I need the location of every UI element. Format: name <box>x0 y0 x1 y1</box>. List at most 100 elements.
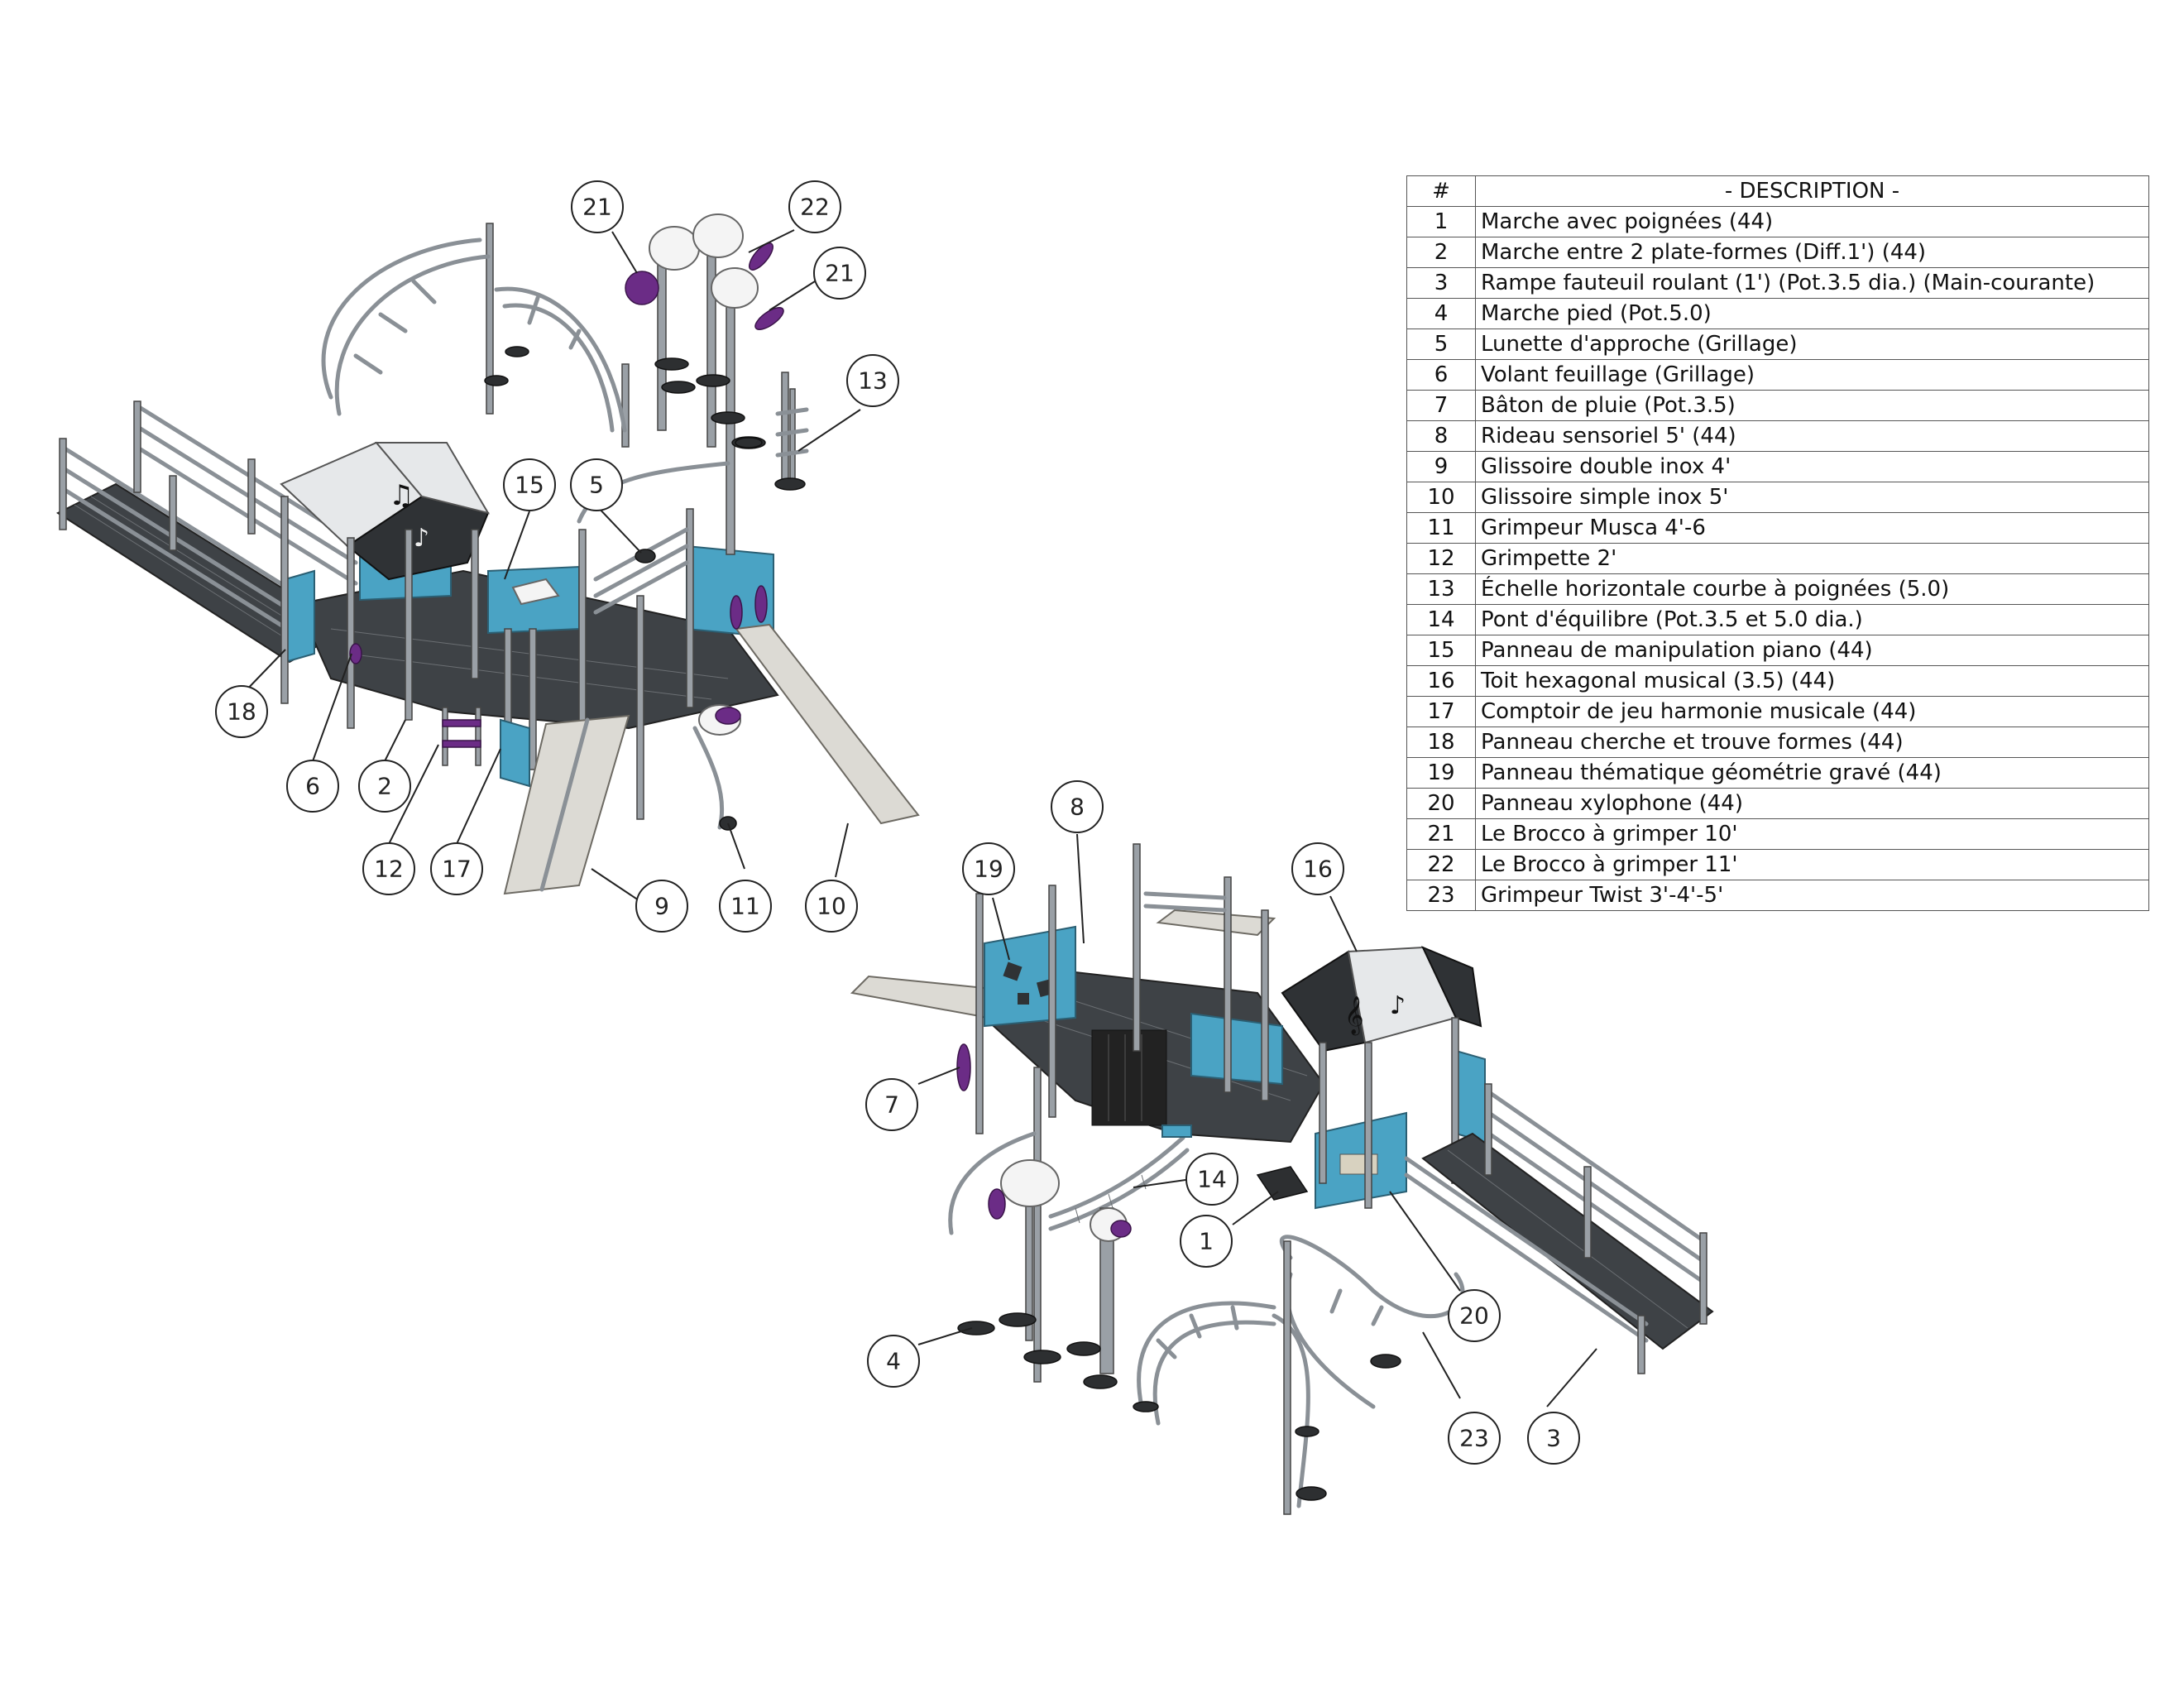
callout-label: 10 <box>817 893 846 920</box>
front-panel-center <box>1190 1012 1283 1086</box>
row-description: Volant feuillage (Grillage) <box>1475 359 2149 391</box>
callout-label: 3 <box>1546 1425 1561 1452</box>
row-description: Panneau xylophone (44) <box>1475 788 2149 819</box>
telescope-5 <box>635 549 656 563</box>
row-description: Panneau cherche et trouve formes (44) <box>1475 727 2149 758</box>
row-description: Le Brocco à grimper 10' <box>1475 818 2149 850</box>
callout-label: 23 <box>1459 1425 1489 1452</box>
row-description: Pont d'équilibre (Pot.3.5 et 5.0 dia.) <box>1475 604 2149 635</box>
step-12 <box>442 707 481 766</box>
front-panel-19 <box>984 925 1076 1028</box>
brocco-climbers <box>625 213 784 449</box>
single-slide-10 <box>735 623 920 825</box>
row-number: 19 <box>1406 757 1476 789</box>
row-description: Échelle horizontale courbe à poignées (5… <box>1475 573 2149 605</box>
rear-ladder-13 <box>735 372 809 491</box>
rear-hex-roof: ♫ ♪ <box>280 441 491 729</box>
counter-17 <box>500 718 530 788</box>
front-brocco-4 <box>948 1067 1132 1389</box>
callout-label: 14 <box>1197 1166 1227 1193</box>
row-description: Bâton de pluie (Pot.3.5) <box>1475 390 2149 421</box>
row-description: Rideau sensoriel 5' (44) <box>1475 420 2149 452</box>
row-number: 8 <box>1406 420 1476 452</box>
row-number: 17 <box>1406 696 1476 727</box>
callout-circle <box>286 760 339 813</box>
row-description: Panneau thématique géométrie gravé (44) <box>1475 757 2149 789</box>
left-ramp <box>55 400 358 664</box>
callout-circle <box>788 180 841 233</box>
callout-circle <box>1180 1215 1233 1268</box>
row-number: 4 <box>1406 298 1476 329</box>
row-number: 1 <box>1406 206 1476 237</box>
callout-label: 13 <box>858 367 888 395</box>
callout-label: 2 <box>377 773 392 800</box>
callout-label: 17 <box>442 856 472 883</box>
row-number: 11 <box>1406 512 1476 544</box>
row-description: Lunette d'approche (Grillage) <box>1475 328 2149 360</box>
callout-label: 8 <box>1070 794 1085 821</box>
callout-circle <box>1291 842 1344 895</box>
row-number: 23 <box>1406 880 1476 911</box>
row-number: 15 <box>1406 635 1476 666</box>
twist-climber-23 <box>1133 1235 1465 1515</box>
row-number: 3 <box>1406 267 1476 299</box>
row-number: 10 <box>1406 482 1476 513</box>
callout-label: 4 <box>886 1348 901 1375</box>
front-slide <box>850 975 994 1019</box>
callout-circle <box>571 180 624 233</box>
callout-circle <box>865 1078 918 1131</box>
front-ramp-3 <box>1404 1083 1714 1374</box>
callout-circle <box>867 1335 920 1388</box>
row-description: Marche entre 2 plate-formes (Diff.1') (4… <box>1475 237 2149 268</box>
header-description: - DESCRIPTION - <box>1475 175 2149 207</box>
callout-circle <box>846 354 899 407</box>
callout-label: 12 <box>374 856 404 883</box>
callout-circle <box>1527 1412 1580 1465</box>
callout-circle <box>1448 1289 1501 1342</box>
callout-label: 18 <box>227 698 256 726</box>
row-description: Le Brocco à grimper 11' <box>1475 849 2149 880</box>
callout-circle <box>215 685 268 738</box>
rain-stick-7 <box>956 1043 971 1091</box>
table-header-row: # - DESCRIPTION - <box>1406 175 2149 207</box>
callout-circle <box>1185 1153 1238 1206</box>
row-description: Toit hexagonal musical (3.5) (44) <box>1475 665 2149 697</box>
callout-label: 21 <box>582 194 612 221</box>
front-view-structure: 𝄞 ♪ <box>850 843 1714 1515</box>
row-number: 22 <box>1406 849 1476 880</box>
row-number: 5 <box>1406 328 1476 360</box>
callout-label: 6 <box>305 773 320 800</box>
row-number: 13 <box>1406 573 1476 605</box>
callout-label: 5 <box>589 472 604 499</box>
callout-label: 11 <box>730 893 760 920</box>
row-number: 9 <box>1406 451 1476 482</box>
callout-label: 1 <box>1199 1228 1214 1255</box>
row-description: Marche pied (Pot.5.0) <box>1475 298 2149 329</box>
callout-label: 16 <box>1303 856 1333 883</box>
row-description: Panneau de manipulation piano (44) <box>1475 635 2149 666</box>
svg-text:♪: ♪ <box>1390 991 1406 1020</box>
row-description: Comptoir de jeu harmonie musicale (44) <box>1475 696 2149 727</box>
rear-panel-18 <box>285 569 315 664</box>
callout-circle <box>813 247 866 300</box>
